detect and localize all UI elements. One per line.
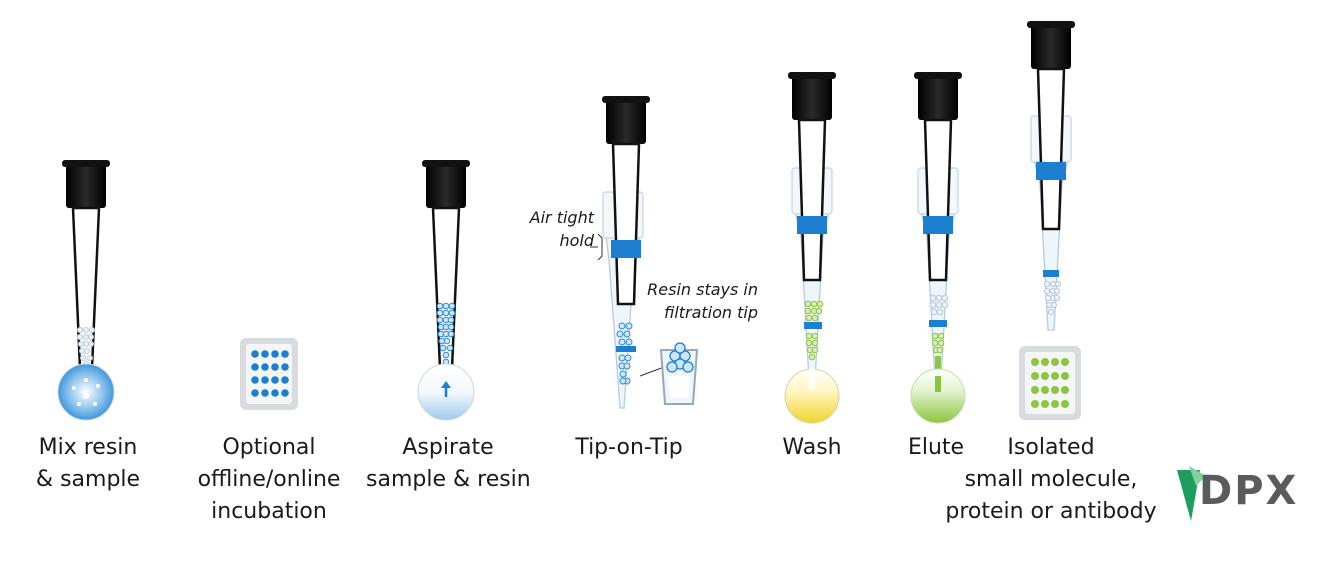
step-label-line: small molecule,	[964, 467, 1138, 492]
step-label-aspirate: Aspirate sample & resin	[366, 432, 531, 496]
plate-wells	[1031, 358, 1069, 408]
tip-cap	[792, 75, 832, 120]
step-label-line: protein or antibody	[945, 499, 1157, 524]
step-label-line: Optional	[222, 435, 316, 460]
tip-cap	[606, 99, 646, 144]
seal-band	[797, 216, 827, 234]
mix-tip-graphic	[57, 160, 115, 421]
resin-beads	[77, 326, 96, 367]
tip-cap	[66, 163, 106, 208]
arrow-up-icon	[441, 381, 451, 397]
seal-band	[1036, 162, 1066, 180]
tip-on-tip-graphic	[590, 96, 699, 409]
frit	[929, 320, 947, 327]
tip-cap	[426, 163, 466, 208]
frit	[804, 322, 822, 329]
dpx-logo-text: DPX	[1199, 468, 1299, 514]
wash-tip-graphic	[784, 72, 840, 424]
annotation-line: filtration tip	[663, 303, 758, 322]
step-label-tip-on-tip: Tip-on-Tip	[562, 432, 696, 464]
resin-beads	[804, 300, 824, 361]
resin-stays-annotation: Resin stays in filtration tip	[630, 278, 758, 324]
annotation-line: Air tight	[529, 208, 594, 227]
dpx-logo-mark	[1177, 466, 1206, 521]
step-label-mix: Mix resin & sample	[18, 432, 158, 496]
seal-band	[611, 240, 641, 258]
step-label-wash: Wash	[762, 432, 862, 464]
tip-cap	[1031, 24, 1071, 69]
step-label-line: Wash	[782, 435, 842, 460]
annotation-line: Resin stays in	[647, 280, 758, 299]
elute-tip-graphic	[910, 72, 966, 424]
step-label-line: offline/online	[197, 467, 341, 492]
step-label-isolated: Isolated small molecule, protein or anti…	[944, 432, 1158, 528]
annotation-line: hold	[559, 231, 594, 250]
step-label-line: incubation	[211, 499, 327, 524]
resin-beads	[929, 294, 949, 316]
result-plate	[1019, 346, 1081, 420]
step-label-line: sample & resin	[366, 467, 531, 492]
step-label-line: Aspirate	[402, 435, 494, 460]
step-label-line: Elute	[907, 435, 965, 460]
sample-bulb	[57, 363, 115, 421]
incubation-plate-graphic	[240, 338, 298, 410]
step-label-line: Tip-on-Tip	[575, 435, 683, 460]
frit	[1043, 270, 1059, 277]
step-label-line: & sample	[35, 467, 141, 492]
tip-cap	[918, 75, 958, 120]
elute-bulb	[910, 368, 966, 424]
plate-wells	[251, 350, 289, 397]
isolated-tip-graphic	[1019, 21, 1081, 420]
frit	[616, 346, 636, 352]
resin-beads	[436, 302, 456, 366]
step-label-elute: Elute	[886, 432, 986, 464]
air-tight-annotation: Air tight hold	[514, 206, 594, 252]
step-label-line: Mix resin	[38, 435, 138, 460]
resin-beads	[616, 322, 633, 385]
magnified-filter-cup	[659, 342, 699, 405]
seal-band	[923, 216, 953, 234]
resin-beads	[1043, 280, 1062, 316]
step-label-line: Isolated	[1007, 435, 1095, 460]
step-label-incubation: Optional offline/online incubation	[184, 432, 354, 528]
aspirate-tip-graphic	[417, 160, 475, 421]
